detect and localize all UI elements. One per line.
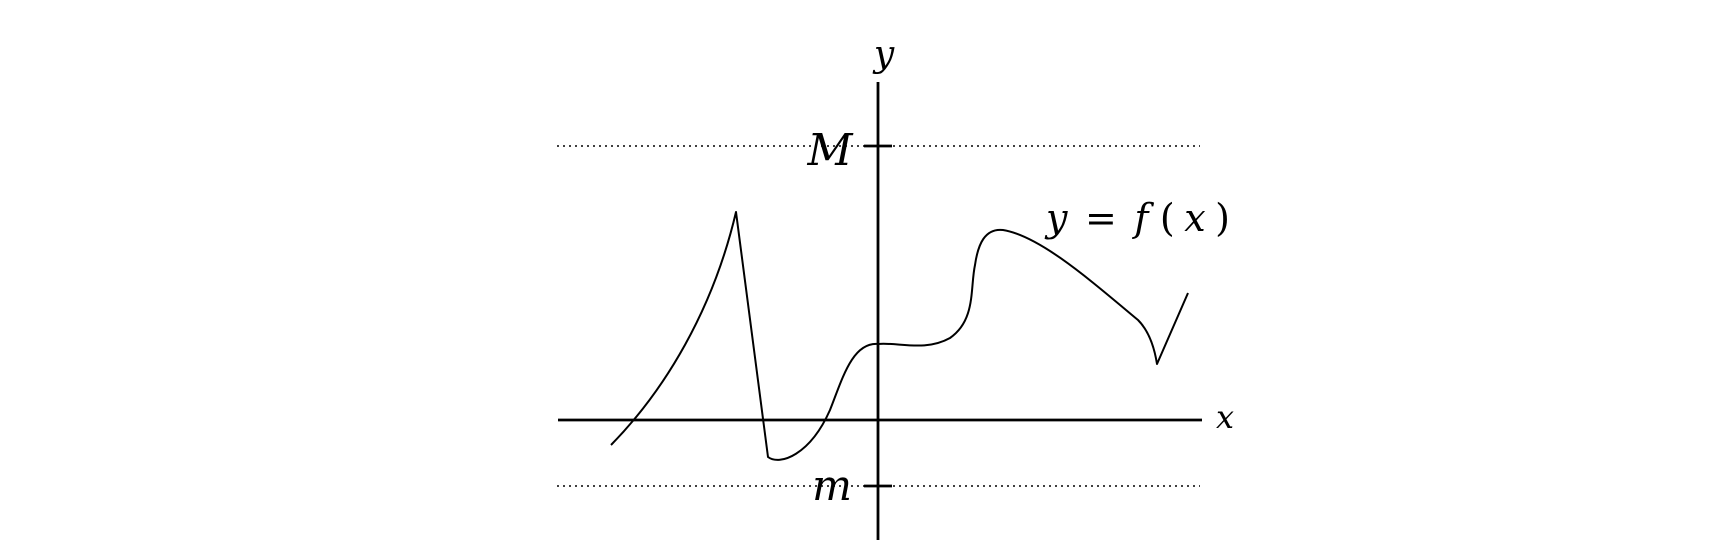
y-axis-label: y: [872, 34, 895, 75]
upper-bound-label: M: [806, 125, 853, 176]
lower-bound-label: m: [812, 461, 852, 510]
x-axis-label: x: [1216, 398, 1234, 436]
function-curve: [610, 211, 1189, 461]
curve-label: y = f ( x ): [1044, 196, 1230, 240]
